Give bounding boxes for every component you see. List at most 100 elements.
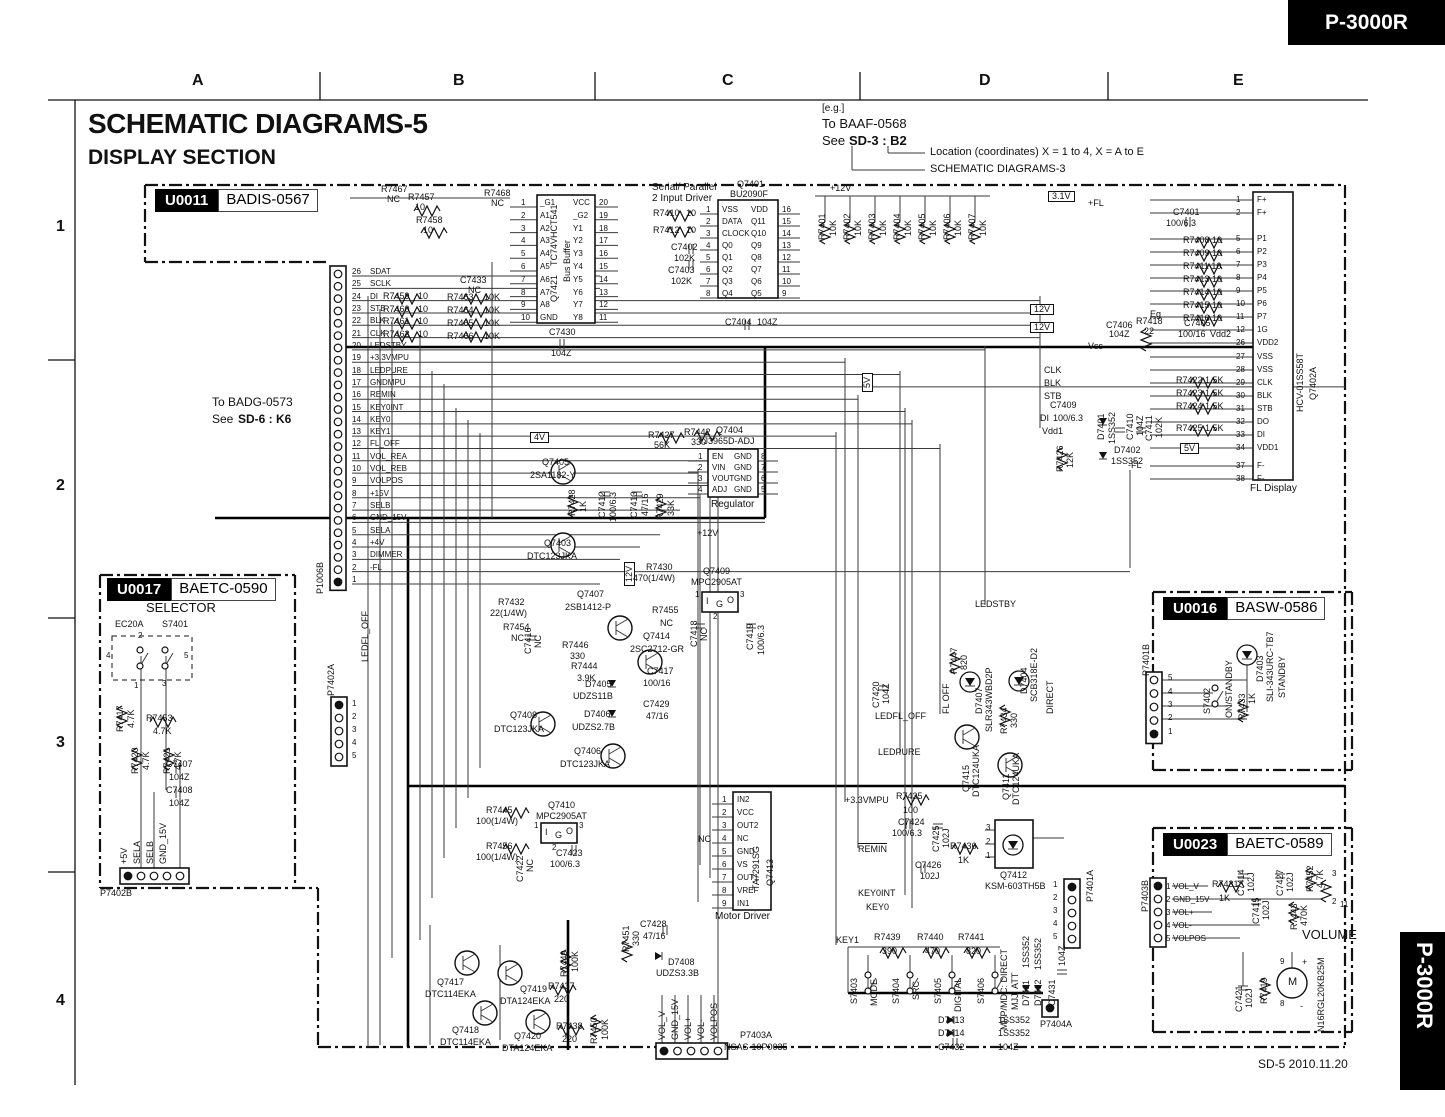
- pin-number: 13: [599, 287, 608, 297]
- component-label: DTC114EKA: [440, 1037, 491, 1047]
- component-label: STB: [1044, 391, 1062, 401]
- component-label: R7465: [447, 318, 474, 328]
- component-label: 820: [959, 654, 969, 670]
- component-label: R7413 10: [1183, 274, 1223, 284]
- component-label: R7467: [381, 184, 408, 194]
- resistor-icon: [1195, 249, 1223, 263]
- pin-number: 8: [722, 886, 727, 895]
- component-label: 12V: [1030, 322, 1055, 334]
- connector-pin: [333, 528, 343, 538]
- component-label: C7412: [597, 491, 607, 518]
- component-label: +: [1302, 957, 1308, 967]
- pin-number: 3: [352, 550, 357, 560]
- resistor-icon: [879, 946, 907, 960]
- component-label: I: [545, 827, 548, 837]
- connector-pin: [162, 871, 172, 881]
- component-label: R7412: [653, 225, 680, 235]
- module-id: U0016: [1163, 597, 1228, 620]
- resistor-icon: [620, 939, 634, 963]
- pin-number: 25: [352, 279, 361, 289]
- switch-icon: [141, 652, 149, 664]
- component-label: 220: [554, 994, 570, 1004]
- pin-number: 31: [1236, 404, 1245, 413]
- pin-number: 14: [782, 229, 791, 238]
- component-label: MODE: [869, 979, 879, 1006]
- component-label: 5: [1053, 932, 1058, 941]
- component-label: R7464: [447, 305, 474, 315]
- component-label: STANDBY: [1277, 656, 1287, 698]
- pin-number: 15: [599, 262, 608, 271]
- pin-number: 33: [1236, 430, 1245, 439]
- component-label: +12V: [830, 183, 852, 193]
- component-label: 104Z: [1109, 329, 1130, 339]
- component-label: R7408 10: [1183, 235, 1223, 245]
- connector-pin: [333, 540, 343, 550]
- component-label: NC: [468, 285, 481, 295]
- component-label: -: [1300, 1001, 1303, 1011]
- pin-label: Y1: [573, 223, 583, 233]
- pin-number: 3: [698, 474, 703, 483]
- component-label: R7416 10: [1183, 313, 1223, 323]
- component-label: NC: [387, 194, 400, 204]
- pin-number: 8: [706, 289, 711, 298]
- connector-pin: [1153, 907, 1163, 917]
- pin-number: 10: [782, 277, 791, 286]
- component-label: 4.7K: [153, 726, 172, 736]
- component-label: DIRECT: [1045, 680, 1055, 715]
- pin-label: F+: [1257, 208, 1267, 217]
- component-label: Vss: [1088, 341, 1104, 351]
- component-label: GND_15V: [670, 998, 680, 1040]
- component-label: 10K: [484, 305, 501, 315]
- led-icon: [1014, 677, 1024, 685]
- connector-pin: [334, 713, 344, 723]
- component-label: Q7404: [716, 425, 744, 435]
- switch-icon: [996, 977, 1004, 989]
- connector-pin: [333, 442, 343, 451]
- pin-label: 1G: [1257, 325, 1268, 334]
- component-label: Serial/ Parallel: [652, 182, 717, 193]
- switch-icon: [864, 971, 872, 979]
- switch-icon: [1216, 690, 1224, 702]
- component-label: 4.7K: [141, 751, 151, 770]
- component-label: 1: [1168, 727, 1173, 736]
- connector-pin: [1149, 716, 1159, 725]
- component-label: 10K: [978, 219, 988, 236]
- connector-pin: [1045, 1003, 1055, 1013]
- pin-number: 9: [722, 899, 727, 908]
- component-label: R7442: [684, 427, 711, 437]
- pin-number: 6: [761, 474, 766, 483]
- component-label: REMIN: [858, 844, 887, 854]
- pin-label: SCLK: [370, 279, 391, 289]
- pin-number: 4: [521, 236, 526, 246]
- component-label: FL Display: [1250, 483, 1297, 494]
- component-label: 4V: [530, 432, 550, 444]
- pin-label: A2: [540, 223, 550, 233]
- component-label: UDZS11B: [573, 691, 613, 701]
- grid-row-4: 4: [56, 992, 65, 1009]
- pin-number: 32: [1236, 417, 1245, 426]
- component-label: 2: [138, 631, 143, 640]
- connector-pin: [1149, 675, 1159, 685]
- component-label: R7438: [556, 1021, 583, 1031]
- component-label: I: [706, 596, 709, 606]
- diode-icon: [947, 1016, 954, 1024]
- component-label: D7401: [1096, 413, 1106, 440]
- resistor-icon: [393, 305, 421, 319]
- transistor-icon: [530, 711, 556, 737]
- pin-label: OUT2: [737, 821, 759, 830]
- component-label: R7420: [130, 747, 140, 774]
- component-label: 3: [1166, 908, 1171, 917]
- transistor-icon: [558, 535, 572, 544]
- transistor-icon: [558, 462, 572, 471]
- fl-connector-box: [1252, 191, 1294, 481]
- component-label: C7406: [1106, 320, 1133, 330]
- component-label: 470(1/4W): [633, 573, 676, 583]
- component-label: KSM-603TH5B: [985, 881, 1046, 891]
- component-label: R7409 10: [1183, 248, 1223, 258]
- module-code: BAETC-0589: [1227, 833, 1332, 856]
- pin-number: 4: [352, 538, 357, 548]
- switch-icon: [1211, 700, 1219, 708]
- resistor-icon: [968, 221, 982, 245]
- pin-label: Y2: [573, 236, 583, 246]
- led-icon: [1242, 651, 1252, 659]
